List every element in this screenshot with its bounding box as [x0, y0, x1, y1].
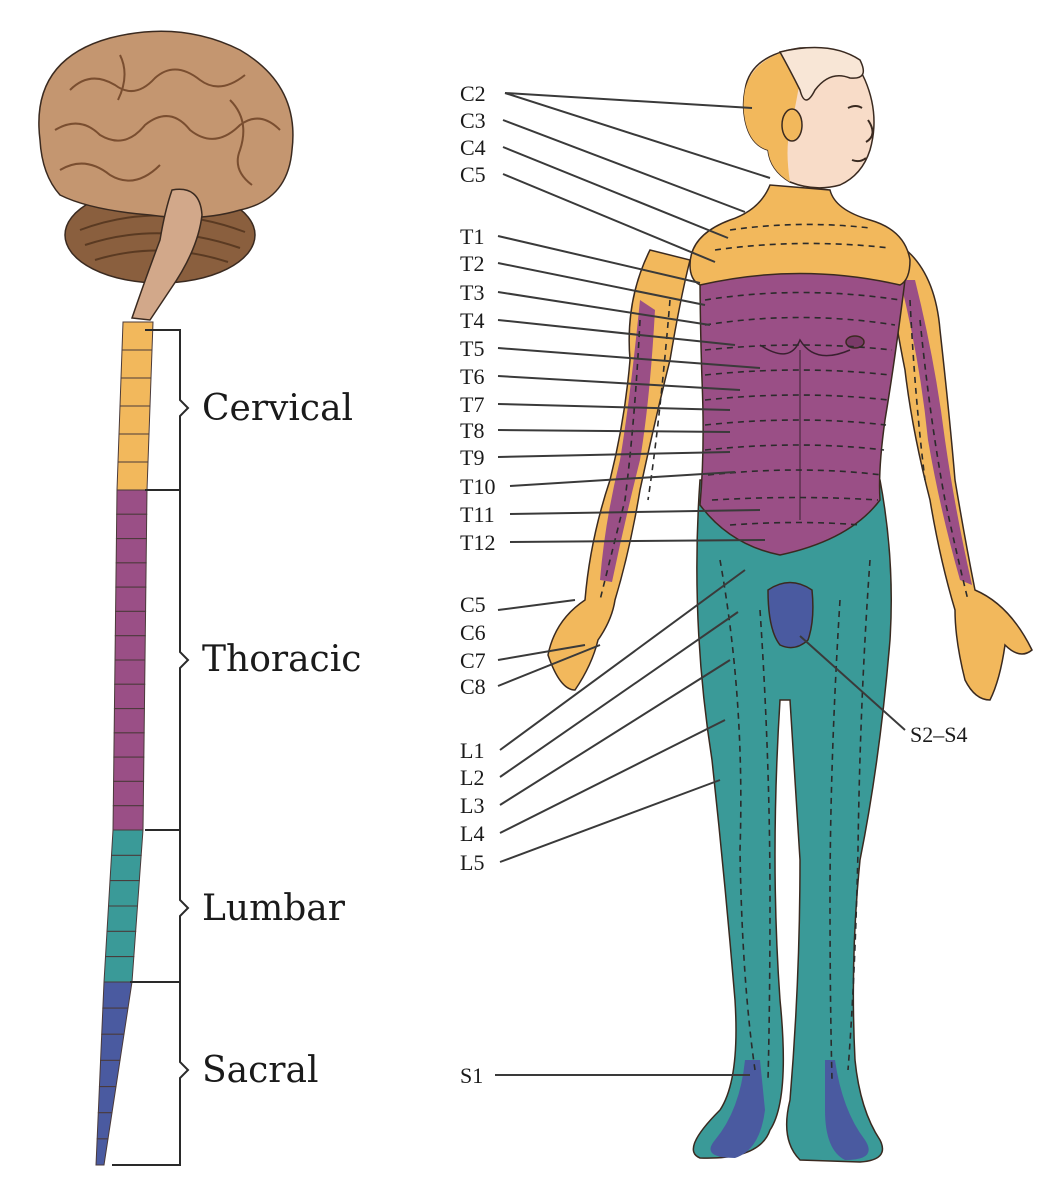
spinal-segment-thoracic [113, 756, 145, 782]
spinal-segment-thoracic [115, 513, 148, 540]
label-group-thoracic: T1 T2 T3 T4 T5 T6 T7 T8 T9 T10 T11 T12 [460, 224, 495, 555]
spinal-segment-thoracic [113, 732, 145, 758]
spinal-segment-lumbar [107, 880, 140, 907]
spinal-segment-thoracic [112, 780, 145, 807]
spinal-segment-thoracic [112, 805, 144, 831]
spinal-segment-lumbar [109, 854, 142, 882]
region-label-lumbar: Lumbar [202, 888, 346, 929]
label-t10: T10 [460, 474, 495, 499]
label-l5: L5 [460, 850, 484, 875]
label-arm-c7: C7 [460, 648, 486, 673]
label-l1: L1 [460, 738, 484, 763]
label-c2: C2 [460, 81, 486, 106]
label-t8: T8 [460, 418, 484, 443]
spinal-segment-sacral [96, 1112, 113, 1140]
spinal-segment-sacral [101, 1007, 129, 1035]
label-arm-c6: C6 [460, 620, 486, 645]
dermatome-boundaries [599, 223, 969, 1081]
spinal-cord [95, 321, 154, 1166]
label-c3: C3 [460, 108, 486, 133]
region-label-thoracic: Thoracic [202, 639, 361, 680]
label-l4: L4 [460, 821, 484, 846]
spinal-segment-thoracic [114, 635, 146, 661]
label-group-lumbar: L1 L2 L3 L4 L5 [460, 738, 484, 875]
label-s1: S1 [460, 1063, 483, 1088]
spinal-segment-thoracic [113, 708, 145, 734]
label-t4: T4 [460, 308, 484, 333]
spinal-segment-cervical [121, 321, 154, 351]
label-t6: T6 [460, 364, 484, 389]
spinal-segment-sacral [100, 1033, 125, 1061]
spinal-segment-sacral [102, 981, 133, 1009]
spinal-segment-cervical [116, 461, 149, 491]
label-c5: C5 [460, 162, 486, 187]
label-arm-c8: C8 [460, 674, 486, 699]
spinal-segment-sacral [95, 1138, 109, 1166]
spinal-segment-cervical [118, 405, 151, 435]
spinal-segment-sacral [97, 1086, 117, 1114]
label-l3: L3 [460, 793, 484, 818]
spinal-segment-lumbar [106, 905, 139, 932]
label-t9: T9 [460, 445, 484, 470]
label-l2: L2 [460, 765, 484, 790]
label-s2-s4: S2–S4 [910, 722, 967, 747]
spinal-segment-lumbar [104, 930, 137, 958]
label-t5: T5 [460, 336, 484, 361]
label-arm-c5: C5 [460, 592, 486, 617]
spinal-segment-thoracic [113, 683, 146, 710]
spinal-segment-thoracic [116, 489, 148, 515]
spinal-segment-cervical [119, 377, 152, 407]
spinal-segment-thoracic [114, 610, 147, 637]
label-t11: T11 [460, 502, 495, 527]
spinal-segment-thoracic [115, 562, 147, 588]
label-t2: T2 [460, 251, 484, 276]
label-t12: T12 [460, 530, 495, 555]
label-t7: T7 [460, 392, 484, 417]
body-figure [547, 46, 1033, 1163]
spinal-segment-thoracic [114, 659, 146, 685]
brain-illustration [38, 30, 294, 321]
label-t3: T3 [460, 280, 484, 305]
spinal-segment-cervical [117, 433, 150, 463]
spinal-segment-thoracic [115, 586, 147, 612]
label-group-cervical-arm: C5 C6 C7 C8 [460, 592, 486, 699]
region-label-sacral: Sacral [202, 1050, 318, 1091]
spinal-segment-cervical [120, 349, 153, 379]
region-brackets [112, 329, 190, 1166]
spinal-segment-lumbar [103, 956, 135, 983]
spinal-segment-thoracic [115, 538, 147, 564]
label-t1: T1 [460, 224, 484, 249]
spinal-segment-lumbar [110, 829, 144, 856]
label-group-cervical-upper: C2 C3 C4 C5 [460, 81, 486, 187]
label-c4: C4 [460, 135, 486, 160]
leader-lines [495, 92, 906, 1076]
spinal-segment-sacral [98, 1059, 121, 1088]
region-label-cervical: Cervical [202, 388, 353, 429]
